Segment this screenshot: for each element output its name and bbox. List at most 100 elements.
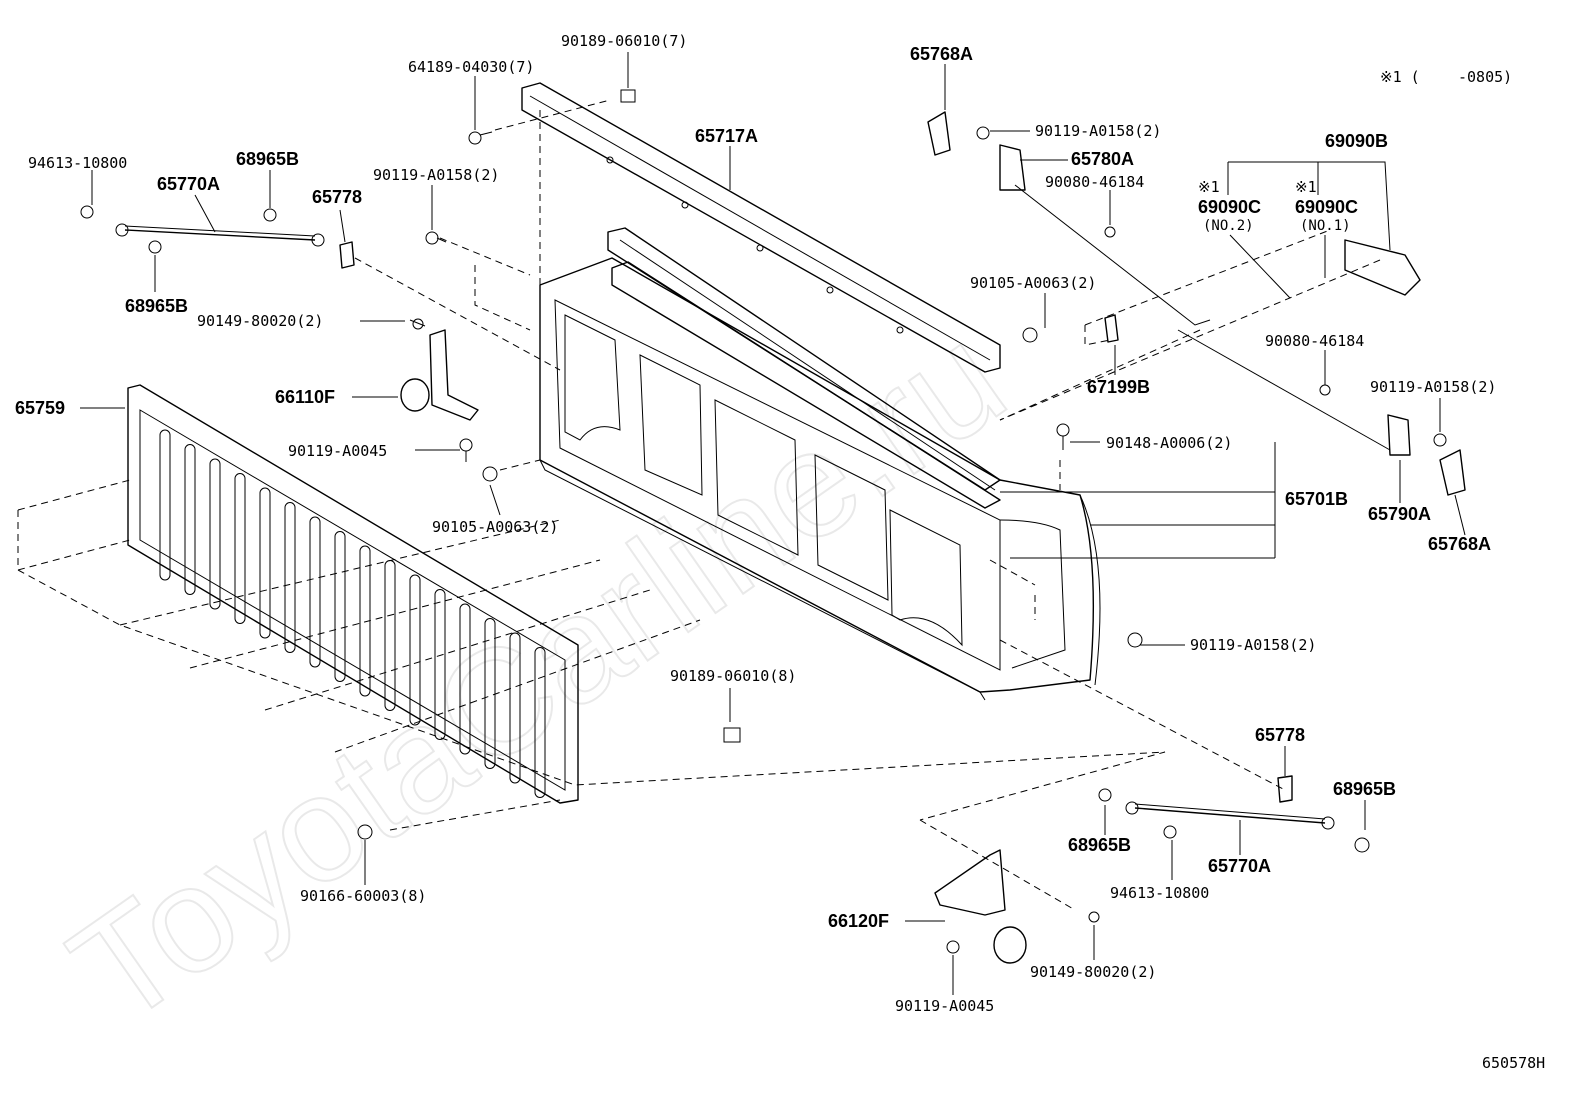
bolt-icon [1098,788,1112,802]
label-90119-A0045-top: 90119-A0045 [288,442,387,460]
hinge-65768A [927,111,951,156]
bracket-65778 [339,241,355,269]
leader-lines [80,52,1466,995]
label-68965B-1: 68965B [236,149,299,169]
panel-slot [159,429,171,581]
label-67199B: 67199B [1087,377,1150,397]
label-68965B-4: 68965B [1068,835,1131,855]
label-90149-80020-bottom: 90149-80020(2) [1030,963,1156,981]
label-69090C-no1-sub: (NO.1) [1300,218,1351,234]
latch-65790A [1387,414,1411,456]
tailgate-outer-panel [539,257,1101,701]
clip-icon [80,205,94,219]
bolt-icon [482,466,498,482]
panel-slot [284,502,296,653]
hardware [80,89,1466,964]
bolt-icon [1354,837,1370,853]
nut-icon [620,89,636,103]
label-94613-10800-bottom: 94613-10800 [1110,884,1209,902]
panel-slot [184,444,196,595]
label-65780A: 65780A [1071,149,1134,169]
panel-slot [409,574,421,726]
label-90119-A0045-bottom: 90119-A0045 [895,997,994,1015]
panel-slot [259,487,271,639]
panel-slot [509,632,521,784]
bolt-icon [1022,327,1038,343]
label-65790A: 65790A [1368,504,1431,524]
label-69090C-no2-sub: (NO.2) [1203,218,1254,234]
label-69090B: 69090B [1325,131,1388,151]
label-68965B-2: 68965B [125,296,188,316]
panel-slot [334,531,346,682]
label-90189-06010-8: 90189-06010(8) [670,667,796,685]
label-69090C-no1-mark: ※1 [1295,178,1317,196]
panel-slot [484,618,496,769]
bolt-icon [263,208,277,222]
bolt-icon [1319,384,1331,396]
bolt-icon [1104,226,1116,238]
label-90119-A0158-1: 90119-A0158(2) [373,166,499,184]
label-65770A-bottom: 65770A [1208,856,1271,876]
label-65770A-top: 65770A [157,174,220,194]
label-65701B: 65701B [1285,489,1348,509]
label-90080-46184-top: 90080-46184 [1045,173,1144,191]
handle-69090B [1344,239,1421,296]
bolt-icon [946,940,960,954]
panel-ribs [159,429,546,798]
label-90080-46184-mid: 90080-46184 [1265,332,1364,350]
assembly-lines [17,99,1381,911]
label-69090C-no1: 69090C [1295,197,1358,217]
hinge-66120F [934,849,1027,964]
nut-icon [723,727,741,743]
label-90166-60003: 90166-60003(8) [300,887,426,905]
label-65768A-bottom: 65768A [1428,534,1491,554]
note-range: -0805) [1458,68,1512,86]
clip-icon [1163,825,1177,839]
bolt-icon [357,824,373,840]
label-64189-04030: 64189-04030(7) [408,58,534,76]
screw-icon [1056,423,1070,450]
label-65768A-top: 65768A [910,44,973,64]
label-66120F: 66120F [828,911,889,931]
part-labels: ※1 ( -0805) 94613-10800 65770A 68965B 68… [15,32,1545,1072]
bolt-icon [1127,632,1143,648]
bracket-67199B [1104,314,1119,343]
label-90105-A0063-bottom: 90105-A0063(2) [432,518,558,536]
note-mark: ※1 ( [1380,68,1420,86]
panel-slot [534,647,546,798]
inner-panel [127,384,579,804]
panel-slot [209,458,221,610]
watermark: ToyotaCarline.ru [42,292,1033,1056]
label-90148-A0006: 90148-A0006(2) [1106,434,1232,452]
hinge-66110F [400,329,479,421]
bolt-icon [976,126,990,140]
bracket-65778-b [1277,775,1293,803]
top-rail [521,82,1001,373]
bolt-icon [1088,911,1100,923]
bolt-icon [409,318,426,330]
label-69090C-no2-mark: ※1 [1198,178,1220,196]
hinge-65768A-b [1439,449,1466,496]
diagram-code: 650578H [1482,1054,1545,1072]
bolt-icon [468,131,493,145]
panel-slot [459,603,471,755]
latch-65780A [999,144,1026,191]
label-90105-A0063-top: 90105-A0063(2) [970,274,1096,292]
label-90119-A0158-3: 90119-A0158(2) [1370,378,1496,396]
label-65778-bottom: 65778 [1255,725,1305,745]
bolt-icon [148,240,162,254]
label-90119-A0158-4: 90119-A0158(2) [1190,636,1316,654]
label-69090C-no2: 69090C [1198,197,1261,217]
panel-slot [309,516,321,668]
bolt-icon [459,438,473,462]
bolt-icon [425,231,447,245]
inner-rails [607,227,1001,509]
label-90119-A0158-2: 90119-A0158(2) [1035,122,1161,140]
label-90189-06010-7: 90189-06010(7) [561,32,687,50]
label-66110F: 66110F [275,387,335,407]
cables [115,184,1391,830]
bolt-icon [1433,433,1447,447]
panel-slot [234,473,246,624]
label-94613-10800-top: 94613-10800 [28,154,127,172]
